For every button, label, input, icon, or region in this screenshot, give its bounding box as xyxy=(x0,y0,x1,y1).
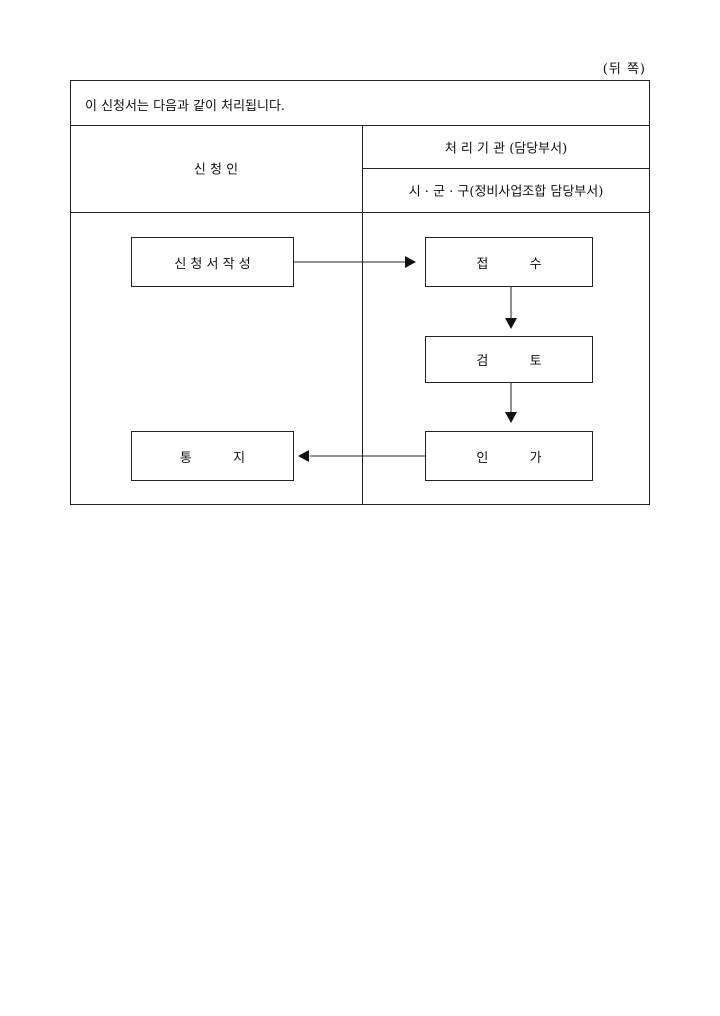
step-write-application-label: 신 청 서 작 성 xyxy=(174,256,251,272)
step-approval-label: 인 가 xyxy=(476,450,542,466)
arrow-review-to-approval xyxy=(505,383,517,423)
agency-header: 처 리 기 관 (담당부서) xyxy=(444,141,568,157)
divider-agency xyxy=(362,168,650,169)
step-review: 검 토 xyxy=(425,336,593,383)
page-side-label: (뒤 쪽) xyxy=(602,62,646,77)
arrow-write-to-receipt xyxy=(294,256,416,268)
step-write-application: 신 청 서 작 성 xyxy=(131,237,294,287)
step-notice: 통 지 xyxy=(131,431,294,481)
step-notice-label: 통 지 xyxy=(179,450,246,466)
agency-detail-header: 시 · 군 · 구(정비사업조합 담당부서) xyxy=(408,184,604,200)
column-divider xyxy=(362,125,363,505)
applicant-header: 신 청 인 xyxy=(193,162,239,178)
divider-header xyxy=(70,212,650,213)
intro-text: 이 신청서는 다음과 같이 처리됩니다. xyxy=(85,99,286,114)
step-review-label: 검 토 xyxy=(476,354,542,369)
process-table: 이 신청서는 다음과 같이 처리됩니다. xyxy=(70,80,650,505)
step-approval: 인 가 xyxy=(425,431,593,481)
step-receipt: 접 수 xyxy=(425,237,593,287)
step-receipt-label: 접 수 xyxy=(476,256,542,272)
arrow-receipt-to-review xyxy=(505,287,517,329)
divider-intro xyxy=(70,125,650,126)
arrow-approval-to-notice xyxy=(298,450,425,462)
